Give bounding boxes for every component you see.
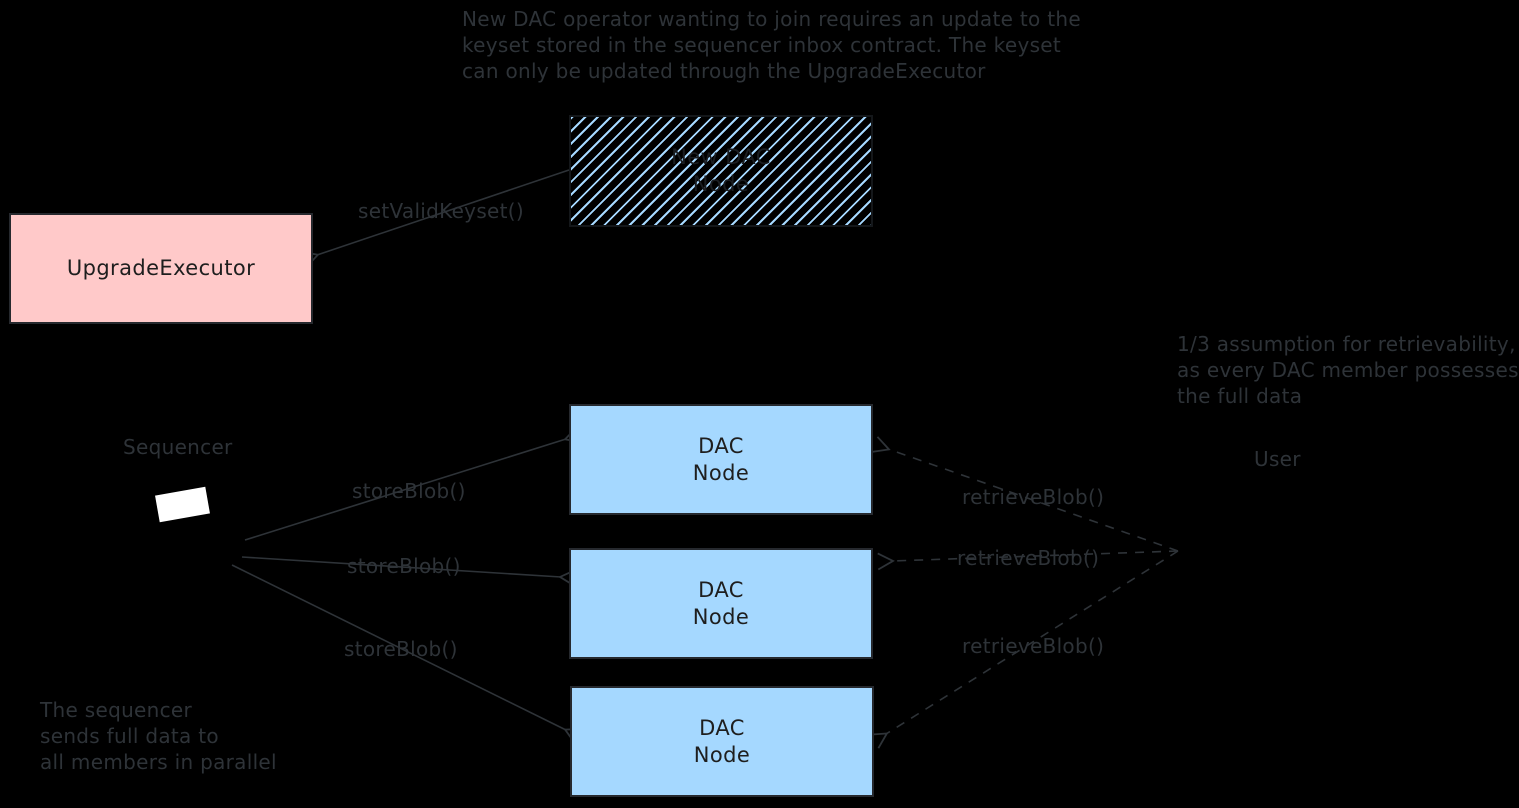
retrieve-blob-label-3: retrieveBlob(): [962, 634, 1105, 658]
dac-node-3-label: DAC Node: [693, 715, 751, 767]
bottom-left-note: The sequencer sends full data to all mem…: [40, 698, 277, 774]
store-blob-label-3: storeBlob(): [344, 637, 458, 661]
set-valid-keyset-arrow: [301, 169, 570, 268]
store-blob-label-1: storeBlob(): [352, 479, 466, 503]
retrieve-blob-label-1: retrieveBlob(): [962, 485, 1105, 509]
top-note: New DAC operator wanting to join require…: [462, 7, 1081, 83]
dac-node-box-1: DAC Node: [569, 404, 873, 515]
dac-node-1-label: DAC Node: [692, 433, 750, 485]
dac-node-box-2: DAC Node: [569, 548, 873, 659]
set-valid-keyset-label: setValidKeyset(): [358, 199, 524, 223]
user-label: User: [1254, 447, 1301, 471]
retrieve-blob-label-2: retrieveBlob(): [957, 546, 1100, 570]
retrieve-blob-arrow-3: [869, 550, 1179, 749]
sequencer-label: Sequencer: [123, 435, 233, 459]
new-dac-node-label: New DAC Node: [671, 145, 771, 196]
store-blob-label-2: storeBlob(): [347, 554, 461, 578]
retrieve-blob-arrow-2: [877, 550, 1179, 571]
upgrade-executor-label: UpgradeExecutor: [66, 256, 256, 280]
dac-node-2-label: DAC Node: [692, 577, 750, 629]
right-note: 1/3 assumption for retrievability, as ev…: [1177, 332, 1519, 408]
store-blob-arrow-1: [244, 426, 582, 541]
new-dac-node-box: New DAC Node: [569, 115, 873, 227]
dac-node-box-3: DAC Node: [570, 686, 874, 797]
retrieve-blob-arrow-1: [872, 436, 1179, 552]
store-blob-arrow-2: [241, 556, 576, 587]
upgrade-executor-box: UpgradeExecutor: [9, 213, 313, 324]
store-blob-arrow-3: [231, 564, 583, 744]
